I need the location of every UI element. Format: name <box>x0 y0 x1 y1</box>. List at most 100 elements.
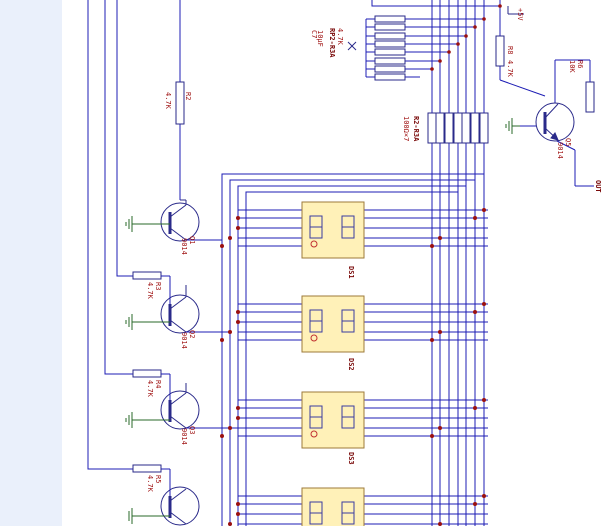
label-r3-value: 4.7K <box>146 282 154 300</box>
label-r2: R2 <box>184 92 192 100</box>
junction-dot <box>438 59 442 63</box>
r6-resistor <box>585 81 595 113</box>
display-ds2 <box>238 295 488 353</box>
bank-resistor-1 <box>427 112 437 144</box>
junction-dot <box>456 42 460 46</box>
label-disp2: DS2 <box>347 358 355 371</box>
label-c-main-value: 10μF <box>316 30 324 47</box>
junction-dot <box>482 208 486 212</box>
ladder-resistor-1 <box>374 15 406 23</box>
junction-dot <box>236 406 240 410</box>
ladder-resistor-5 <box>374 48 406 56</box>
vcc-symbols <box>347 6 524 51</box>
label-rp-bank-value: 100Ω×7 <box>402 116 410 141</box>
junction-dot <box>473 25 477 29</box>
r4-resistor <box>132 369 162 378</box>
vertical-resistors <box>175 35 595 125</box>
junction-dot <box>473 502 477 506</box>
r8-resistor <box>495 35 505 67</box>
label-q3: Q3 <box>188 426 196 434</box>
label-c-main: C7 <box>310 30 318 38</box>
q2-transistor <box>160 285 230 334</box>
junction-dot <box>220 338 224 342</box>
junction-dot <box>482 17 486 21</box>
junction-dot <box>236 512 240 516</box>
junction-dot <box>473 216 477 220</box>
bank-resistor-4 <box>453 112 463 144</box>
junction-dot <box>236 226 240 230</box>
junction-dot <box>236 416 240 420</box>
junction-dot <box>482 398 486 402</box>
bank-resistor-7 <box>479 112 489 144</box>
label-r4: R4 <box>154 380 162 388</box>
junction-dot <box>464 34 468 38</box>
junction-dot <box>482 302 486 306</box>
driver-stage-3 <box>125 369 238 430</box>
label-q3-value: 9014 <box>180 428 188 445</box>
junction-dot <box>438 236 442 240</box>
q5-transistor <box>535 102 575 142</box>
junction-dot <box>430 244 434 248</box>
driver-stage-2 <box>125 271 230 334</box>
r2-resistor <box>175 81 185 125</box>
label-r6-value: 10K <box>568 60 576 73</box>
junction-dot <box>220 244 224 248</box>
label-r2-value: 4.7K <box>164 92 172 110</box>
ladder-resistor-3 <box>374 32 406 40</box>
junction-dot <box>236 320 240 324</box>
label-disp1: DS1 <box>347 266 355 279</box>
label-q-main: Q5 <box>564 138 572 146</box>
junction-dot <box>228 426 232 430</box>
ground-q2 <box>125 314 170 330</box>
display-ds1 <box>238 201 488 259</box>
r5-resistor <box>132 464 162 473</box>
label-vcc: +5V <box>516 8 524 21</box>
label-r6: R6 <box>576 60 584 68</box>
junction-dot <box>473 310 477 314</box>
label-q1-value: 9014 <box>180 238 188 255</box>
junction-dot <box>220 434 224 438</box>
resistor-bank <box>427 112 489 144</box>
display-ds4 <box>238 487 488 526</box>
label-r5-value: 4.7K <box>146 475 154 493</box>
r3-resistor <box>132 271 162 280</box>
junction-dot <box>438 330 442 334</box>
display-ds3 <box>238 391 488 449</box>
display-body <box>301 391 365 449</box>
junction-dots <box>220 4 502 526</box>
left-margin-band <box>0 0 62 526</box>
ground-q4 <box>128 508 170 524</box>
label-r8: R8 <box>506 46 514 54</box>
junction-dot <box>482 494 486 498</box>
ladder-resistor-8 <box>374 73 406 81</box>
display-body <box>301 487 365 526</box>
decimal-point <box>310 240 318 248</box>
q1-transistor <box>160 199 222 242</box>
label-r3: R3 <box>154 282 162 290</box>
junction-dot <box>228 236 232 240</box>
ladder-resistor-4 <box>374 40 406 48</box>
decimal-point <box>310 334 318 342</box>
junction-dot <box>447 50 451 54</box>
label-r8-value: 4.7K <box>506 60 514 78</box>
junction-dot <box>228 522 232 526</box>
ground-q1 <box>125 216 170 232</box>
ladder-resistor-7 <box>374 65 406 73</box>
display-body <box>301 201 365 259</box>
label-q-main-value: 9014 <box>556 142 564 159</box>
junction-dot <box>430 338 434 342</box>
junction-dot <box>473 406 477 410</box>
bank-resistor-5 <box>461 112 471 144</box>
driver-stage-1 <box>125 199 222 242</box>
label-q2-value: 9014 <box>180 332 188 349</box>
label-r5: R5 <box>154 475 162 483</box>
decimal-point <box>310 430 318 438</box>
ladder-resistor-6 <box>374 57 406 65</box>
label-q1: Q1 <box>188 236 196 244</box>
bank-resistor-6 <box>470 112 480 144</box>
display-group <box>238 201 488 526</box>
label-rp-bank: R2-R3A <box>412 116 420 142</box>
q4-transistor <box>160 486 200 526</box>
